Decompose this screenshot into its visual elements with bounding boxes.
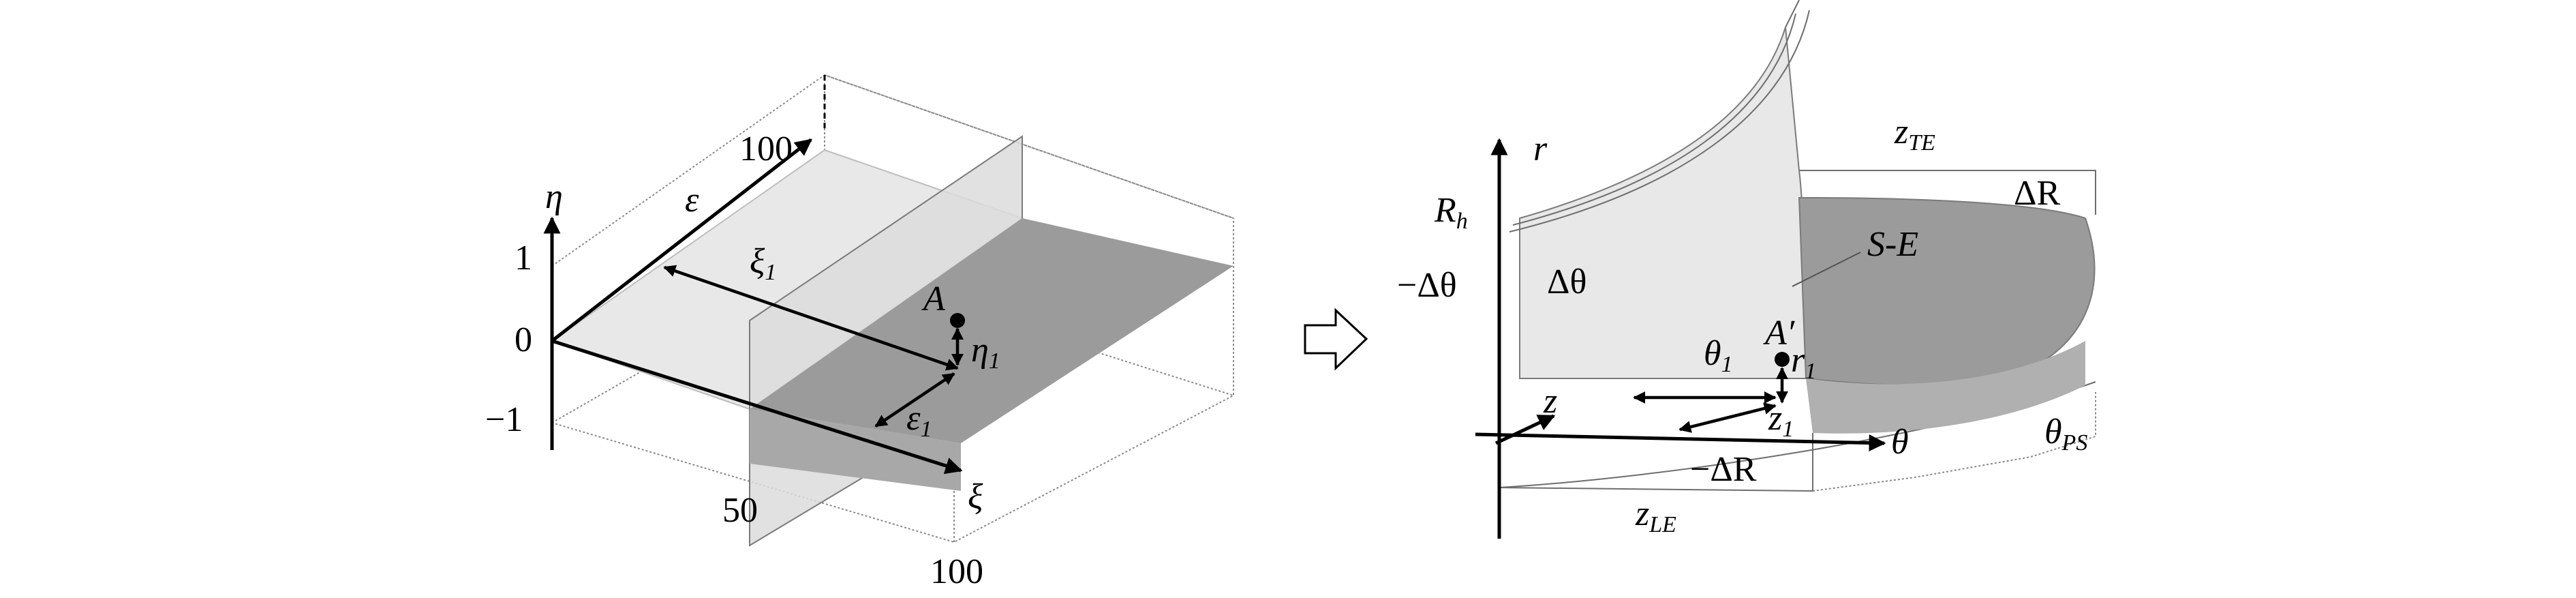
SE-leader-line (1792, 252, 1861, 287)
theta-axis-label: θ (1891, 423, 1909, 462)
epsilon1-arrow (874, 372, 955, 428)
Rh-label: Rh (1434, 191, 1468, 234)
point-A (950, 313, 965, 328)
zLE-label: zLE (1635, 494, 1676, 537)
SE-label: S-E (1867, 225, 1918, 264)
xi-tick-100: 100 (930, 552, 983, 591)
dark-surface-lower (750, 409, 961, 491)
delta-R-label: ΔR (2014, 174, 2060, 213)
theta-axis (1475, 432, 1886, 452)
minus-delta-theta-label: −Δθ (1397, 266, 1457, 305)
delta-theta-label: Δθ (1547, 263, 1586, 301)
dark-surface-plane (750, 218, 1233, 443)
right-panel: r θ z Rh −Δθ Δθ zTE ΔR S-E A′ r1 θ1 z1 −… (1397, 0, 2096, 539)
epsilon-axis (551, 138, 812, 342)
epsilon-axis-label: ε (685, 181, 699, 220)
xi1-arrow (663, 265, 959, 371)
theta1-label: θ1 (1704, 334, 1733, 377)
epsilon-tick-100: 100 (739, 130, 793, 168)
r1-label: r1 (1791, 341, 1816, 384)
transform-arrow (1304, 308, 1368, 371)
eta-tick-minus1: −1 (485, 400, 523, 439)
dark-lower-surface (1806, 341, 2085, 434)
A-prime-label: A′ (1763, 314, 1796, 353)
dark-swept-surface (1798, 196, 2096, 386)
xi1-label: ξ1 (750, 242, 776, 285)
eta-axis-label: η (545, 177, 563, 216)
xi-tick-50: 50 (722, 491, 758, 530)
r-axis-label: r (1533, 130, 1548, 168)
thetaPS-label: θPS (2044, 413, 2087, 455)
z1-arrow (1678, 402, 1777, 433)
epsilon1-label: ε1 (906, 399, 932, 442)
left-panel: η 1 0 −1 ε 100 ξ 50 100 ξ1 A η1 ε1 (485, 74, 1234, 591)
z-axis-label: z (1543, 382, 1557, 421)
eta-tick-1: 1 (515, 239, 532, 278)
z1-label: z1 (1768, 399, 1794, 442)
zTE-label: zTE (1894, 113, 1935, 155)
xi-axis (551, 339, 963, 475)
eta1-label: η1 (971, 331, 1000, 374)
point-A-label: A (921, 280, 945, 318)
minus-delta-R-label: −ΔR (1690, 450, 1757, 489)
point-A-prime (1775, 352, 1790, 367)
eta-tick-0: 0 (515, 320, 532, 359)
xi-axis-label: ξ (968, 477, 983, 516)
z-axis (1494, 414, 1556, 445)
